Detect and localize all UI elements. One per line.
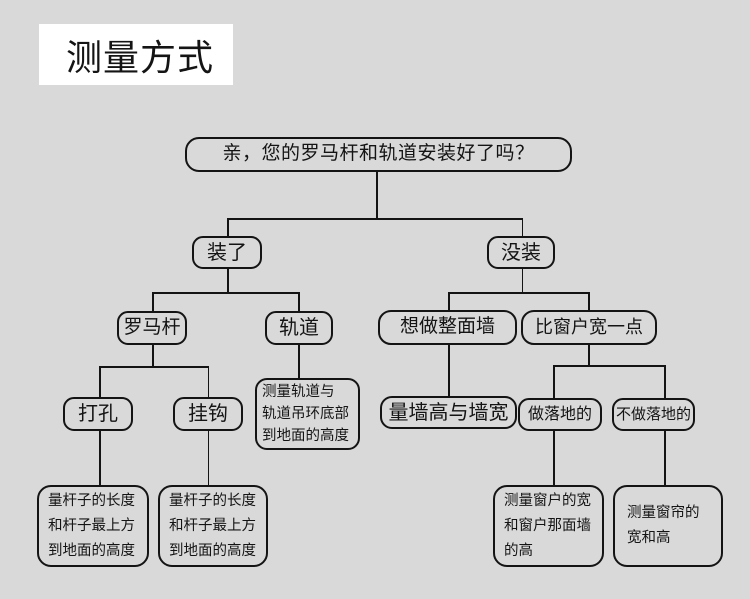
node-not-floor-length: 不做落地的 bbox=[612, 398, 695, 431]
node-track-measure: 测量轨道与 轨道吊环底部 到地面的高度 bbox=[255, 378, 360, 450]
connector-track-down bbox=[298, 345, 300, 378]
node-wall-measure: 量墙高与墙宽 bbox=[380, 396, 517, 429]
connector-drill-top bbox=[99, 366, 101, 397]
connector-installed-horizontal bbox=[152, 292, 299, 294]
node-not-installed: 没装 bbox=[487, 236, 555, 269]
node-installed: 装了 bbox=[192, 236, 262, 269]
node-root-question: 亲，您的罗马杆和轨道安装好了吗？ bbox=[185, 137, 572, 172]
connector-roman-rod-down bbox=[152, 345, 154, 366]
connector-not-installed-down bbox=[521, 269, 523, 293]
connector-level1-horizontal bbox=[227, 218, 523, 220]
node-full-wall: 想做整面墙 bbox=[378, 310, 517, 345]
node-wider-than-window: 比窗户宽一点 bbox=[521, 310, 657, 345]
connector-wider-down bbox=[588, 345, 590, 365]
node-drill: 打孔 bbox=[63, 397, 133, 431]
connector-not-installed-horizontal bbox=[448, 292, 589, 294]
connector-track-top bbox=[298, 292, 300, 311]
node-hook: 挂钩 bbox=[173, 397, 243, 431]
connector-roman-rod-top bbox=[152, 292, 154, 311]
node-track: 轨道 bbox=[265, 311, 333, 345]
connector-root-down bbox=[376, 172, 378, 218]
connector-full-wall-down bbox=[448, 345, 450, 396]
node-rod-measure-hook: 量杆子的长度 和杆子最上方 到地面的高度 bbox=[158, 485, 268, 567]
connector-wider-top bbox=[588, 292, 590, 310]
connector-floor-length-top bbox=[553, 365, 555, 398]
connector-drill-down bbox=[99, 431, 101, 485]
node-roman-rod: 罗马杆 bbox=[117, 311, 187, 345]
node-window-wall-measure: 测量窗户的宽 和窗户那面墙 的高 bbox=[493, 485, 604, 567]
connector-wider-horizontal bbox=[553, 365, 666, 367]
connector-not-installed-top bbox=[521, 218, 523, 237]
connector-not-floor-length-top bbox=[664, 365, 666, 398]
connector-full-wall-top bbox=[448, 292, 450, 310]
connector-roman-rod-horizontal bbox=[99, 366, 209, 368]
connector-not-floor-length-down bbox=[664, 431, 666, 485]
connector-installed-down bbox=[227, 269, 229, 293]
connector-hook-down bbox=[207, 431, 209, 485]
connector-installed-top bbox=[227, 218, 229, 237]
page-title: 测量方式 bbox=[39, 24, 233, 85]
connector-floor-length-down bbox=[553, 431, 555, 485]
node-curtain-measure: 测量窗帘的 宽和高 bbox=[613, 485, 723, 567]
node-rod-measure-drill: 量杆子的长度 和杆子最上方 到地面的高度 bbox=[37, 485, 149, 567]
node-floor-length: 做落地的 bbox=[518, 398, 602, 431]
connector-hook-top bbox=[207, 366, 209, 397]
